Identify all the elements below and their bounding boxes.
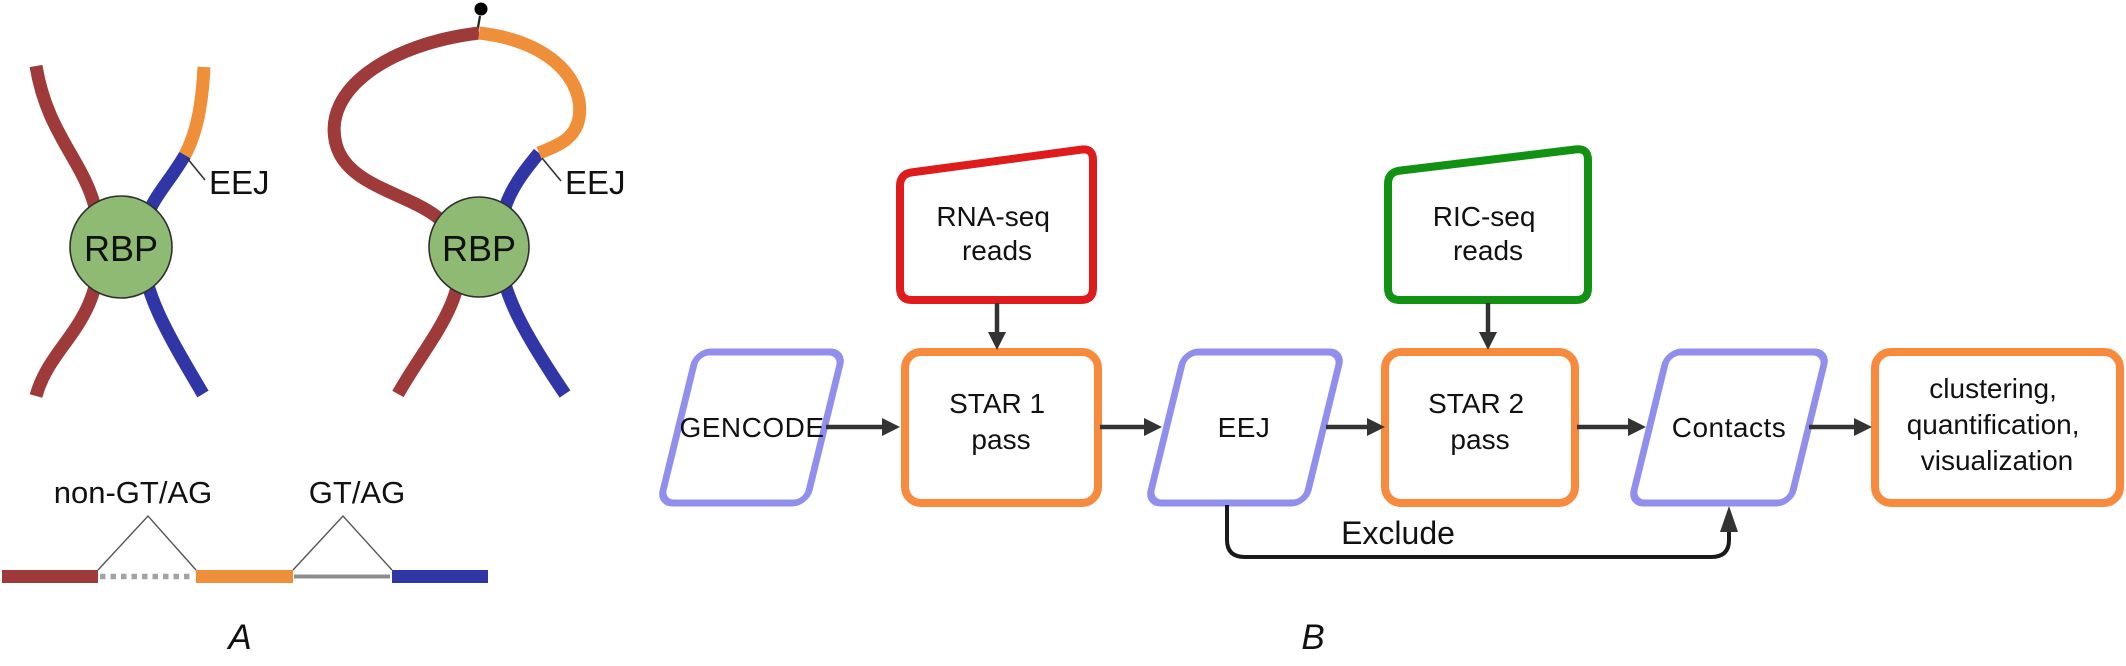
output-line3: visualization	[1921, 445, 2074, 476]
star2-line2: pass	[1450, 424, 1509, 455]
rbp-protein-circle	[69, 195, 173, 299]
output-line1: clustering,	[1929, 373, 2057, 404]
node-eej	[1147, 348, 1343, 507]
rbp-label: RBP	[442, 228, 516, 269]
node-contacts	[1630, 348, 1828, 507]
node-eej-label: EEJ	[1218, 412, 1271, 443]
canonical-splice-label: GT/AG	[309, 475, 405, 510]
rna-seq-line1: RNA-seq	[936, 201, 1050, 232]
panel-b: RNA-seq reads RIC-seq reads GENCODE EEJ …	[659, 145, 2124, 657]
arrow-rnaseq-to-star1	[988, 303, 1006, 350]
rna-strand-orange-right	[478, 26, 587, 160]
rna-strand-red-right	[327, 26, 480, 398]
rna-strand-orange-left	[179, 66, 211, 159]
node-gencode-label: GENCODE	[679, 412, 824, 443]
node-star2-label: STAR 2 pass	[1428, 388, 1532, 455]
eej-callout-line	[186, 157, 206, 181]
star1-line2: pass	[971, 424, 1030, 455]
node-output	[1871, 348, 2124, 507]
panel-a-label: A	[226, 618, 251, 657]
panel-b-label: B	[1301, 618, 1324, 657]
node-output-label: clustering, quantification, visualizatio…	[1907, 373, 2088, 476]
star1-line1: STAR 1	[949, 388, 1045, 419]
arrow-eej-to-star2	[1326, 418, 1385, 436]
node-gencode-shape	[659, 348, 844, 507]
exon-bar-blue	[392, 570, 488, 583]
node-star2-pass	[1381, 348, 1579, 507]
arrow-contacts-to-output	[1809, 418, 1872, 436]
rbp-figure-unbound: RBP EEJ	[29, 64, 270, 398]
node-eej-shape	[1147, 348, 1343, 507]
node-star1-label: STAR 1 pass	[949, 388, 1053, 455]
splice-junction-lines-canonical	[292, 514, 393, 571]
arrow-gencode-to-star1	[826, 418, 900, 436]
rbp-protein-circle	[428, 196, 530, 298]
arrow-star1-to-eej	[1100, 418, 1162, 436]
noncanonical-splice-label: non-GT/AG	[54, 475, 213, 510]
node-star1-pass	[901, 348, 1102, 507]
node-ric-seq-reads	[1384, 145, 1592, 304]
eej-callout-line	[541, 157, 562, 182]
node-contacts-shape	[1630, 348, 1828, 507]
node-ric-seq-reads-label: RIC-seq reads	[1433, 201, 1543, 266]
arrow-ricseq-to-star2	[1479, 303, 1497, 350]
splice-junction-lines-noncanonical	[97, 514, 197, 571]
rbp-figure-looped: RBP EEJ	[327, 2, 626, 398]
ric-seq-line1: RIC-seq	[1433, 201, 1536, 232]
exclude-label: Exclude	[1341, 515, 1455, 551]
exon-bar-orange	[196, 570, 293, 583]
arrow-exclude-eej-to-contacts	[1225, 505, 1738, 559]
node-rna-seq-reads	[896, 145, 1097, 304]
pin-icon	[474, 2, 488, 16]
exon-bar-red	[2, 570, 98, 583]
panel-a: RBP EEJ RBP EEJ non-GT/AG GT/AG	[2, 2, 626, 657]
node-gencode	[659, 348, 844, 507]
splice-site-diagram: non-GT/AG GT/AG	[2, 475, 488, 583]
node-rna-seq-reads-label: RNA-seq reads	[936, 201, 1057, 266]
star2-line1: STAR 2	[1428, 388, 1524, 419]
rna-seq-line2: reads	[962, 235, 1032, 266]
eej-label: EEJ	[565, 164, 626, 201]
eej-label: EEJ	[209, 164, 270, 201]
rbp-label: RBP	[84, 228, 158, 269]
ric-seq-line2: reads	[1453, 235, 1523, 266]
output-line2: quantification,	[1907, 409, 2080, 440]
arrow-star2-to-contacts	[1577, 418, 1646, 436]
node-contacts-label: Contacts	[1672, 412, 1787, 443]
